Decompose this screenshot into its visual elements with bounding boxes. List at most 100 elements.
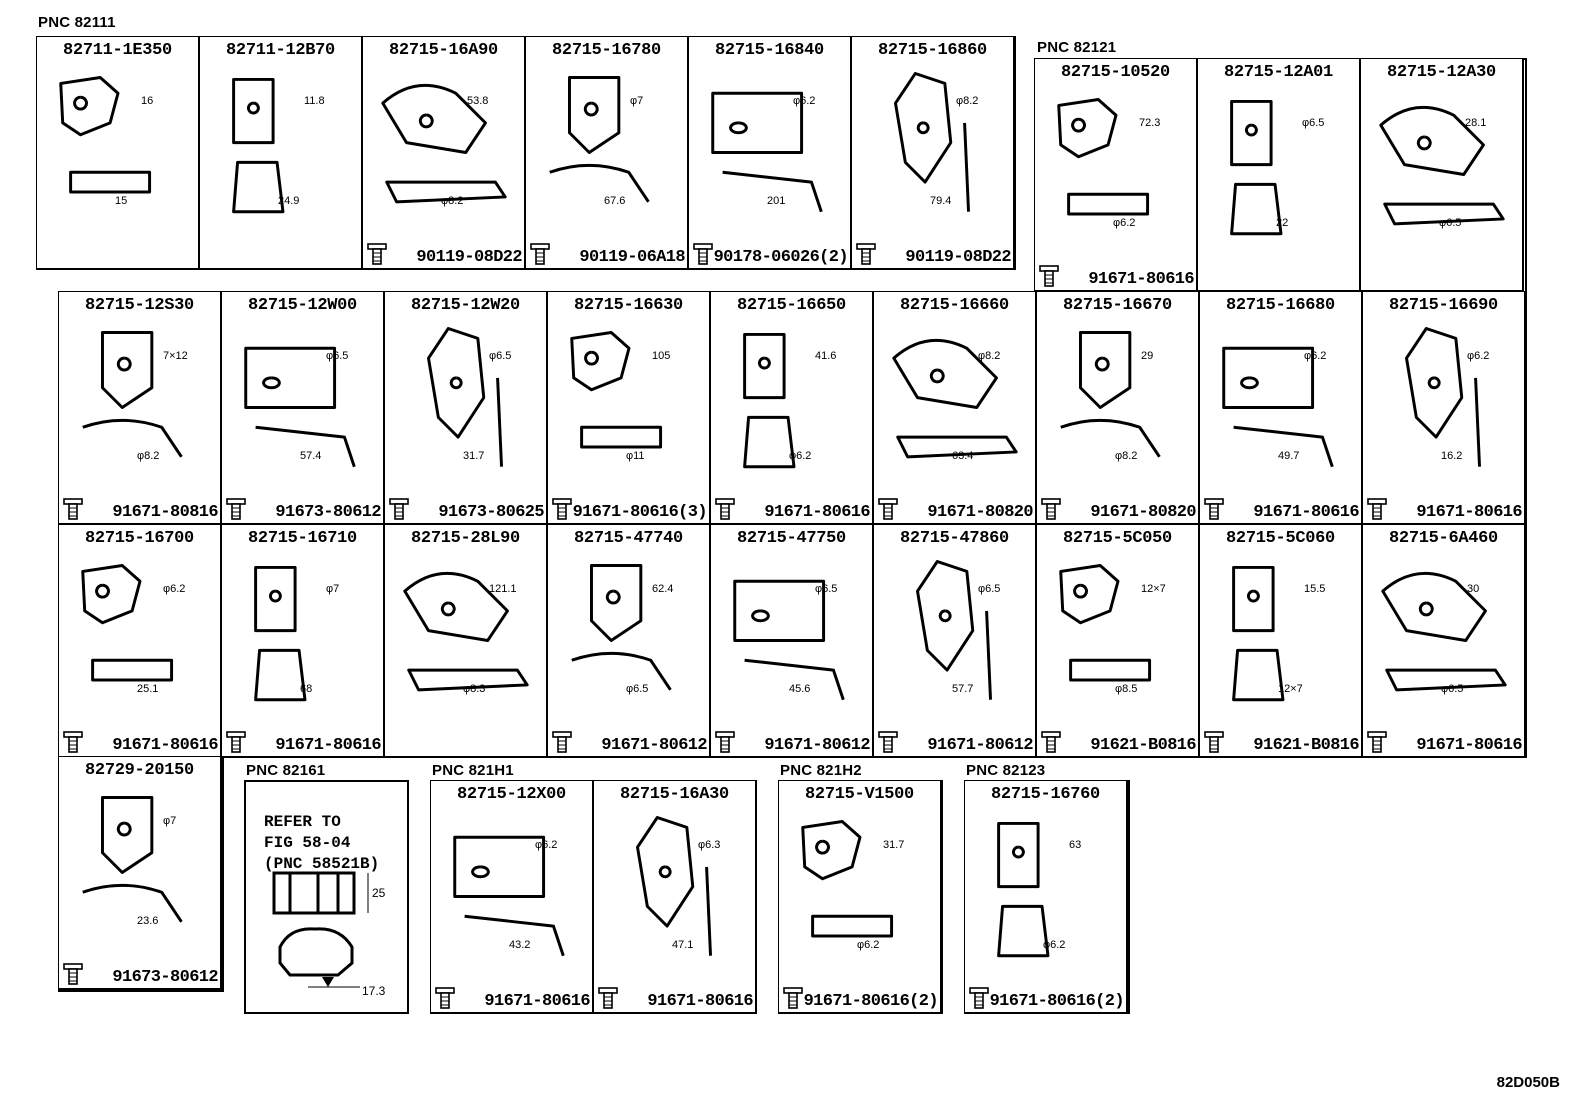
bolt-part-number[interactable]: 91671-80612 xyxy=(764,736,870,755)
bolt-part-number[interactable]: 91671-80616 xyxy=(1253,503,1359,522)
bolt-part-number[interactable]: 91671-80616 xyxy=(764,503,870,522)
dim-label: 7×12 xyxy=(163,350,188,362)
bolt-icon xyxy=(969,987,989,1009)
part-cell: 82715-16630 105 φ11 91671-80616(3) xyxy=(548,292,711,525)
part-number[interactable]: 82715-16660 xyxy=(900,296,1009,315)
bolt-part-number[interactable]: 91621-B0816 xyxy=(1253,736,1359,755)
dim-label: φ11 xyxy=(626,450,645,462)
part-number[interactable]: 82715-16650 xyxy=(737,296,846,315)
bolt-part-number[interactable]: 91671-80820 xyxy=(1090,503,1196,522)
bolt-part-number[interactable]: 91673-80625 xyxy=(438,503,544,522)
bolt-icon xyxy=(878,731,898,753)
part-number[interactable]: 82715-6A460 xyxy=(1389,529,1498,548)
bolt-part-number[interactable]: 91671-80612 xyxy=(927,736,1033,755)
pnc-label-82121: PNC 82121 xyxy=(1037,39,1117,56)
part-number[interactable]: 82715-12X00 xyxy=(457,785,566,804)
part-number[interactable]: 82715-16690 xyxy=(1389,296,1498,315)
bracket-drawing xyxy=(878,551,1031,730)
bolt-icon xyxy=(435,987,455,1009)
dim-label: φ8.2 xyxy=(441,195,464,207)
part-number[interactable]: 82715-12A01 xyxy=(1224,63,1333,82)
part-number[interactable]: 82715-28L90 xyxy=(411,529,520,548)
bolt-part-number[interactable]: 91671-80616 xyxy=(484,992,590,1011)
part-number[interactable]: 82715-16A30 xyxy=(620,785,729,804)
bolt-part-number[interactable]: 91671-80816 xyxy=(112,503,218,522)
bolt-icon xyxy=(367,243,387,265)
part-number[interactable]: 82715-12S30 xyxy=(85,296,194,315)
bolt-part-number[interactable]: 91671-80616(2) xyxy=(803,992,939,1011)
part-number[interactable]: 82715-16A90 xyxy=(389,41,498,60)
bolt-part-number[interactable]: 90178-06026(2) xyxy=(713,248,849,267)
refer-note: REFER TO FIG 58-04 (PNC 58521B) xyxy=(264,813,380,873)
part-number[interactable]: 82715-16680 xyxy=(1226,296,1335,315)
part-number[interactable]: 82715-V1500 xyxy=(805,785,914,804)
part-number[interactable]: 82711-12B70 xyxy=(226,41,335,60)
dim-label: 30 xyxy=(1467,583,1480,595)
dim-label: 16.2 xyxy=(1441,450,1463,462)
part-number[interactable]: 82729-20150 xyxy=(85,761,194,780)
bolt-icon xyxy=(598,987,618,1009)
bolt-part-number[interactable]: 90119-06A18 xyxy=(579,248,685,267)
part-number[interactable]: 82715-16670 xyxy=(1063,296,1172,315)
dim-label: 31.7 xyxy=(883,839,905,851)
bracket-drawing xyxy=(1367,551,1520,730)
part-number[interactable]: 82715-16780 xyxy=(552,41,661,60)
bracket-drawing xyxy=(435,807,588,986)
bolt-part-number[interactable]: 91671-80820 xyxy=(927,503,1033,522)
bolt-part-number[interactable]: 91671-80612 xyxy=(601,736,707,755)
bracket-drawing xyxy=(693,63,846,242)
dim-label: φ6.2 xyxy=(1113,217,1136,229)
part-number[interactable]: 82715-12A30 xyxy=(1387,63,1496,82)
pnc-label-82123: PNC 82123 xyxy=(966,762,1046,779)
bolt-icon xyxy=(63,498,83,520)
diagram-code: 82D050B xyxy=(1496,1074,1560,1091)
part-number[interactable]: 82715-5C060 xyxy=(1226,529,1335,548)
bracket-drawing xyxy=(1204,318,1357,497)
bolt-part-number[interactable]: 91671-80616 xyxy=(647,992,753,1011)
part-number[interactable]: 82715-16700 xyxy=(85,529,194,548)
pnc-label-821H1: PNC 821H1 xyxy=(432,762,514,779)
part-number[interactable]: 82715-16710 xyxy=(248,529,357,548)
bolt-part-number[interactable]: 91671-80616(2) xyxy=(989,992,1125,1011)
part-number[interactable]: 82711-1E350 xyxy=(63,41,172,60)
dim-label: φ6.2 xyxy=(789,450,812,462)
dim-label: φ6.2 xyxy=(1043,939,1066,951)
bolt-part-number[interactable]: 90119-08D22 xyxy=(905,248,1011,267)
bolt-part-number[interactable]: 91621-B0816 xyxy=(1090,736,1196,755)
part-number[interactable]: 82715-47750 xyxy=(737,529,846,548)
part-number[interactable]: 82715-47740 xyxy=(574,529,683,548)
part-number[interactable]: 82715-16760 xyxy=(991,785,1100,804)
part-number[interactable]: 82715-10520 xyxy=(1061,63,1170,82)
bolt-icon xyxy=(1367,498,1387,520)
bolt-icon xyxy=(1204,731,1224,753)
part-number[interactable]: 82715-16840 xyxy=(715,41,824,60)
bolt-part-number[interactable]: 91673-80612 xyxy=(112,968,218,987)
bolt-part-number[interactable]: 91671-80616(3) xyxy=(572,503,708,522)
part-number[interactable]: 82715-16860 xyxy=(878,41,987,60)
bolt-part-number[interactable]: 90119-08D22 xyxy=(416,248,522,267)
bolt-part-number[interactable]: 91673-80612 xyxy=(275,503,381,522)
bolt-part-number[interactable]: 91671-80616 xyxy=(1416,736,1522,755)
bracket-drawing xyxy=(598,807,751,986)
bolt-part-number[interactable]: 91671-80616 xyxy=(1088,270,1194,289)
bolt-part-number[interactable]: 91671-80616 xyxy=(112,736,218,755)
bolt-part-number[interactable]: 91671-80616 xyxy=(275,736,381,755)
dim-label: φ6.5 xyxy=(1441,683,1464,695)
part-number[interactable]: 82715-12W00 xyxy=(248,296,357,315)
part-number[interactable]: 82715-12W20 xyxy=(411,296,520,315)
dim-label: 24.9 xyxy=(278,195,300,207)
part-number[interactable]: 82715-5C050 xyxy=(1063,529,1172,548)
part-number[interactable]: 82715-16630 xyxy=(574,296,683,315)
part-number[interactable]: 82715-47860 xyxy=(900,529,1009,548)
bolt-part-number[interactable]: 91671-80616 xyxy=(1416,503,1522,522)
bracket-drawing xyxy=(878,318,1031,497)
dim-label: 105 xyxy=(652,350,671,362)
